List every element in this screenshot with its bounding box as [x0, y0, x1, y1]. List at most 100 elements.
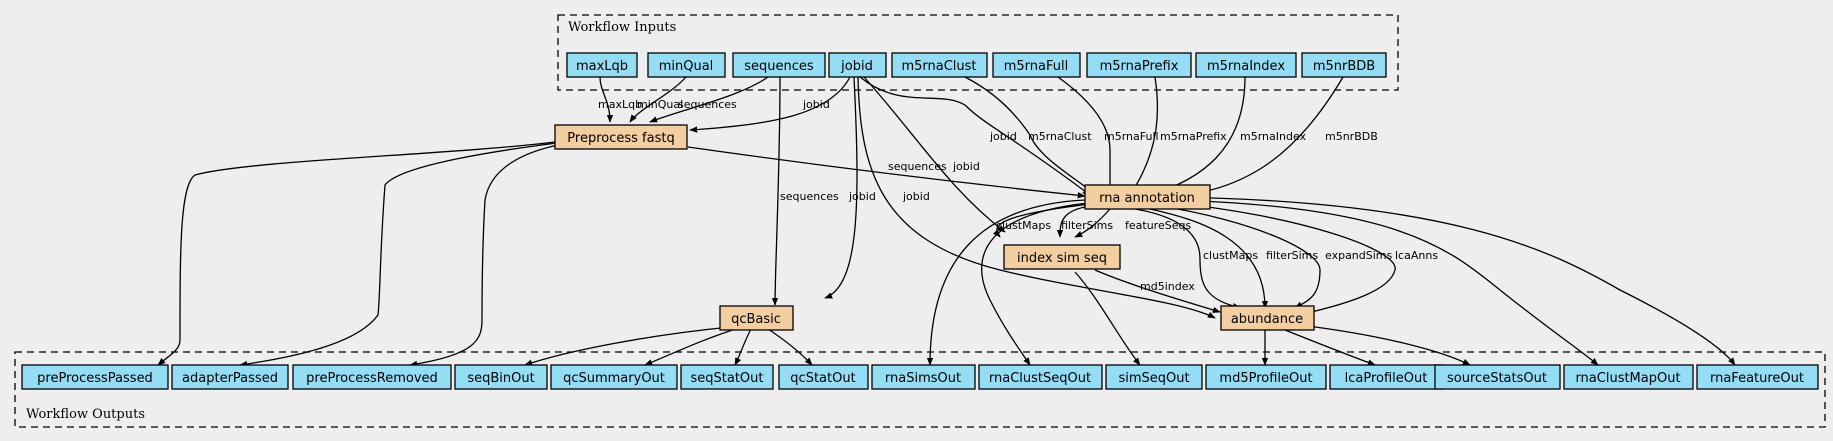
edge-labels: maxLqb minQual sequences jobid jobid m5r…	[598, 98, 1438, 293]
edge-index-abundance	[1094, 269, 1221, 313]
output-label-md5profileout: md5ProfileOut	[1219, 371, 1312, 386]
edge-rna-rnaclustseqout	[981, 202, 1089, 366]
edge-rna-rnaclustmapout	[1164, 199, 1599, 366]
workflow-outputs-cluster: Workflow Outputs	[14, 351, 1826, 428]
output-node-sourcestatsout[interactable]: sourceStatsOut	[1434, 364, 1561, 390]
output-nodes: preProcessPassed adapterPassed preProces…	[21, 364, 1819, 390]
edge-label-sequences-pre: sequences	[678, 98, 737, 111]
output-label-qcstatout: qcStatOut	[790, 371, 855, 386]
edge-label-expandsims: expandSims	[1325, 249, 1393, 262]
output-node-preprocessremoved[interactable]: preProcessRemoved	[292, 364, 452, 390]
edge-minqual	[629, 76, 687, 123]
output-node-simseqout[interactable]: simSeqOut	[1105, 364, 1203, 390]
edge-jobid-pre	[689, 76, 851, 133]
edge-m5rnafull	[1057, 76, 1114, 196]
step-node-preprocess[interactable]: Preprocess fastq	[554, 124, 688, 150]
step-node-abundance[interactable]: abundance	[1220, 305, 1315, 331]
edge-m5rnaclust	[964, 76, 1096, 196]
edge-label-jobid-index: jobid	[952, 160, 980, 173]
step-label-qcbasic: qcBasic	[731, 312, 781, 327]
output-node-seqstatout[interactable]: seqStatOut	[680, 364, 774, 390]
edge-pre-adapterpassed	[239, 141, 566, 368]
edge-label-lcaanns: lcaAnns	[1395, 249, 1438, 262]
edge-rna-abundance-clustmaps	[1134, 208, 1241, 310]
output-label-sourcestatsout: sourceStatsOut	[1447, 371, 1547, 386]
input-node-m5rnaclust[interactable]: m5rnaClust	[891, 52, 988, 78]
output-label-rnasimsout: rnaSimsOut	[885, 371, 961, 386]
output-node-qcsummaryout[interactable]: qcSummaryOut	[550, 364, 678, 390]
input-node-sequences[interactable]: sequences	[732, 52, 826, 78]
output-node-seqbinout[interactable]: seqBinOut	[454, 364, 548, 390]
edge-rna-rnafeatureout	[1164, 196, 1736, 366]
output-label-adapterpassed: adapterPassed	[182, 371, 278, 386]
edge-rna-rnasimsout	[926, 199, 1086, 366]
output-node-adapterpassed[interactable]: adapterPassed	[171, 364, 289, 390]
edge-rna-abundance-lcaanns	[1164, 201, 1396, 315]
step-node-index-sim-seq[interactable]: index sim seq	[1003, 244, 1121, 270]
output-label-preprocesspassed: preProcessPassed	[37, 371, 153, 386]
input-node-jobid[interactable]: jobid	[828, 52, 887, 78]
step-node-qcbasic[interactable]: qcBasic	[719, 305, 794, 331]
edge-abundance-lcaprofileout	[1279, 327, 1376, 366]
input-node-m5rnafull[interactable]: m5rnaFull	[992, 52, 1081, 78]
output-node-rnafeatureout[interactable]: rnaFeatureOut	[1696, 364, 1819, 390]
edge-qc-qcsummaryout	[644, 326, 743, 366]
edge-qc-qcstatout	[764, 326, 813, 366]
input-node-minqual[interactable]: minQual	[647, 52, 726, 78]
edge-label-m5nrbdb: m5nrBDB	[1325, 130, 1378, 143]
edge-rna-abundance-filtersims	[1149, 208, 1269, 309]
edge-sequences-qc	[771, 76, 781, 306]
edge-qc-seqbinout	[524, 326, 731, 366]
output-node-qcstatout[interactable]: qcStatOut	[778, 364, 869, 390]
edge-label-jobid-pre: jobid	[802, 98, 830, 111]
input-label-m5rnaclust: m5rnaClust	[901, 59, 976, 74]
edge-maxlqb	[599, 76, 614, 123]
edge-pre-rna	[687, 146, 1086, 199]
edge-label-minqual: minQual	[637, 98, 683, 111]
input-node-m5rnaindex[interactable]: m5rnaIndex	[1195, 52, 1297, 78]
input-label-m5rnaprefix: m5rnaPrefix	[1100, 59, 1179, 74]
input-node-m5nrbdb[interactable]: m5nrBDB	[1301, 52, 1387, 78]
input-node-maxlqb[interactable]: maxLqb	[566, 52, 638, 78]
edge-label-jobid-abundance: jobid	[902, 190, 930, 203]
output-label-qcsummaryout: qcSummaryOut	[563, 371, 665, 386]
step-label-rna-annotation: rna annotation	[1099, 191, 1195, 206]
edge-index-simseqout	[1074, 271, 1141, 366]
workflow-inputs-cluster: Workflow Inputs	[557, 14, 1399, 91]
edge-rna-index-featureseqs	[1074, 208, 1111, 238]
output-label-seqbinout: seqBinOut	[467, 371, 534, 386]
edge-jobid-abundance	[857, 76, 1216, 319]
input-node-m5rnaprefix[interactable]: m5rnaPrefix	[1086, 52, 1192, 78]
output-node-rnasimsout[interactable]: rnaSimsOut	[871, 364, 976, 390]
input-label-m5rnafull: m5rnaFull	[1004, 59, 1069, 74]
input-label-maxlqb: maxLqb	[576, 59, 628, 74]
output-node-rnaclustmapout[interactable]: rnaClustMapOut	[1563, 364, 1694, 390]
edge-label-clustmaps-index: clustMaps	[996, 219, 1051, 232]
step-label-preprocess: Preprocess fastq	[567, 131, 674, 146]
step-label-index-sim-seq: index sim seq	[1017, 251, 1107, 266]
edge-label-filtersims-abundance: filterSims	[1266, 249, 1318, 262]
edge-label-m5rnaprefix: m5rnaPrefix	[1160, 130, 1227, 143]
workflow-outputs-title: Workflow Outputs	[26, 407, 145, 422]
output-label-rnaclustmapout: rnaClustMapOut	[1575, 371, 1680, 386]
input-label-m5rnaindex: m5rnaIndex	[1207, 59, 1285, 74]
edge-jobid-qc	[824, 76, 858, 299]
output-label-lcaprofileout: lcaProfileOut	[1345, 371, 1428, 386]
output-node-preprocesspassed[interactable]: preProcessPassed	[21, 364, 169, 390]
output-node-rnaclustseqout[interactable]: rnaClustSeqOut	[978, 364, 1103, 390]
output-node-lcaprofileout[interactable]: lcaProfileOut	[1329, 364, 1444, 390]
edge-label-sequences-qc: sequences	[780, 190, 839, 203]
input-label-m5nrbdb: m5nrBDB	[1313, 59, 1375, 74]
output-node-md5profileout[interactable]: md5ProfileOut	[1205, 364, 1327, 390]
edge-label-m5rnaclust: m5rnaClust	[1028, 130, 1092, 143]
output-label-rnaclustseqout: rnaClustSeqOut	[989, 371, 1091, 386]
output-label-simseqout: simSeqOut	[1118, 371, 1189, 386]
step-node-rna-annotation[interactable]: rna annotation	[1084, 184, 1211, 210]
input-nodes: maxLqb minQual sequences jobid m5rnaClus…	[566, 52, 1387, 78]
edge-label-jobid-rna: jobid	[989, 130, 1017, 143]
edge-abundance-sourcestatsout	[1299, 324, 1471, 366]
edge-pre-preprocessremoved	[409, 141, 576, 368]
input-label-minqual: minQual	[659, 59, 714, 74]
edge-jobid-rna	[859, 76, 1091, 196]
